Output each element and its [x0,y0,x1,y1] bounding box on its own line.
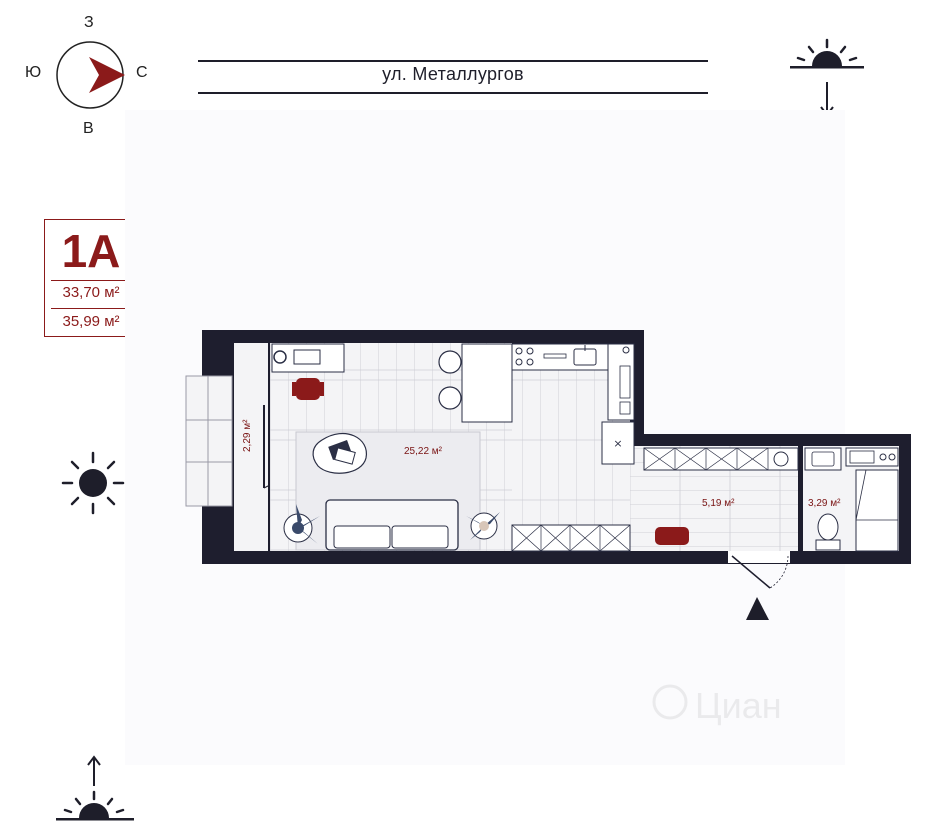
bar-stool [438,386,462,410]
desk [271,343,345,373]
sun-icon [61,451,125,515]
window-left [185,375,233,507]
stove-burner-icon [515,358,523,366]
watermark-logo: Циан [652,684,782,726]
plant-right-icon [466,512,500,542]
apartment-area-total: 35,99 м² [62,313,120,330]
shower [855,469,899,552]
watermark-text: Циан [695,685,782,726]
fridge [607,343,635,421]
card-divider-top [51,280,131,281]
compass-north-label: З [84,14,94,31]
room-label-balcony: 2,29 м² [242,419,253,452]
sofa [325,499,459,551]
bar-counter [438,343,513,423]
entrance-door [728,551,790,589]
coffee-table [312,432,367,474]
hall-bench [655,527,689,545]
kitchen-lower-cabinets [511,524,631,552]
stove-burner-icon [526,358,534,366]
room-label-living: 25,22 м² [404,446,443,457]
apartment-area-living: 33,70 м² [62,284,120,301]
street-line-bottom [198,92,708,94]
desk-lamp-icon [273,350,287,364]
kitchen-sink-icon [573,348,597,366]
bar-stool [438,350,462,374]
compass-east-label: С [136,64,148,81]
plant-left-icon [280,504,320,544]
apartment-type: 1А [61,225,121,277]
svg-text:×: × [613,437,622,450]
street-name: ул. Металлургов [382,64,524,84]
kitchen-counter [511,343,609,371]
bathroom-sink [804,447,842,471]
compass-needle [89,57,125,93]
entrance-arrow-icon [746,597,769,620]
compass-icon [56,41,125,109]
bathroom-wall [798,446,803,551]
sunrise-icon [56,755,134,821]
card-divider-middle [51,308,131,309]
hall-wardrobe [643,447,799,471]
room-label-bathroom: 3,29 м² [808,498,841,509]
balcony [234,343,273,551]
compass-west-label: Ю [25,64,42,81]
compass-south-label: В [83,120,94,137]
room-label-hall: 5,19 м² [702,498,735,509]
street-line-top [198,60,708,62]
utility-shaft: × [601,421,635,465]
stove-burner-icon [526,347,534,355]
stove-burner-icon [515,347,523,355]
apartment-card: 1А 33,70 м² 35,99 м² [44,219,138,337]
bathroom-washing-machine [845,447,899,467]
toilet [815,513,841,551]
desk-chair [292,378,324,400]
